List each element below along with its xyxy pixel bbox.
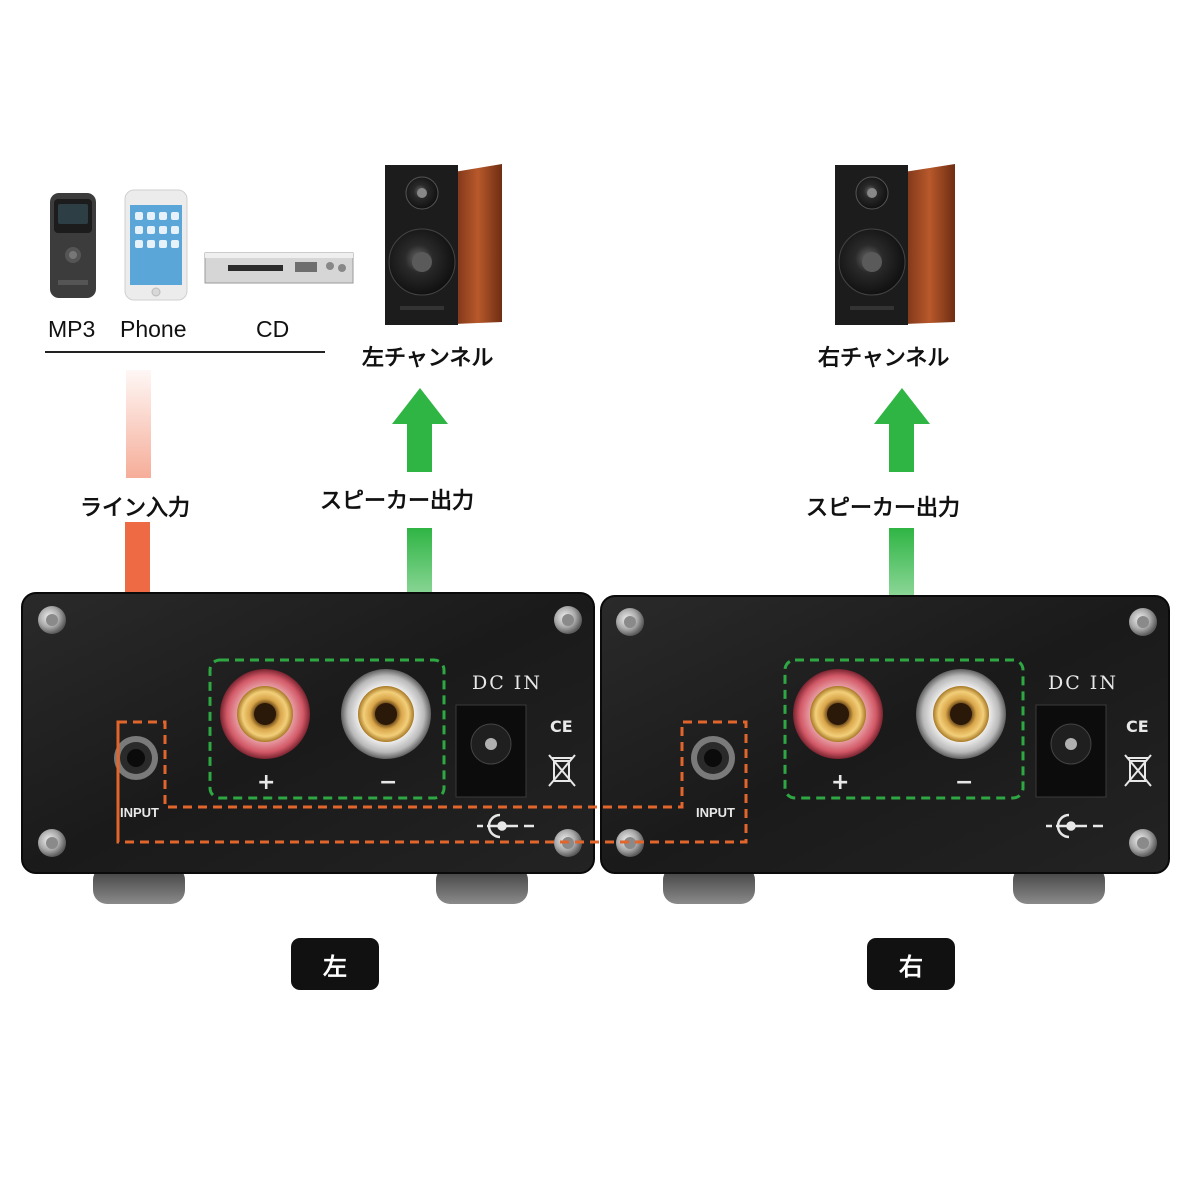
positive-speaker-terminal[interactable] xyxy=(793,669,883,759)
weee-bin-icon xyxy=(1124,754,1152,787)
right-side-badge: 右 xyxy=(867,938,955,990)
dc-in-label: DC IN xyxy=(1048,672,1118,694)
input-label: INPUT xyxy=(696,805,735,820)
source-label-mp3: MP3 xyxy=(48,316,96,342)
right-channel-label: 右チャンネル xyxy=(818,346,950,371)
speaker-terminal-highlight xyxy=(783,658,1025,800)
input-jack[interactable] xyxy=(114,736,158,780)
minus-label: − xyxy=(955,770,974,795)
right-amplifier xyxy=(600,595,1170,904)
left-side-badge: 左 xyxy=(291,938,379,990)
screw-icon xyxy=(616,608,1157,857)
left-speaker-image xyxy=(385,164,502,325)
positive-speaker-terminal[interactable] xyxy=(220,669,310,759)
dc-in-jack[interactable] xyxy=(455,704,527,798)
right-speaker-image xyxy=(835,164,955,325)
input-label: INPUT xyxy=(120,805,159,820)
speaker-terminal-highlight xyxy=(208,658,446,800)
plus-label: + xyxy=(831,770,850,795)
mp3-player-image xyxy=(50,193,96,298)
speaker-out-right-label: スピーカー出力 xyxy=(806,496,961,521)
negative-speaker-terminal[interactable] xyxy=(916,669,1006,759)
source-label-phone: Phone xyxy=(120,316,187,342)
left-amplifier xyxy=(21,592,595,904)
speaker-out-left-label: スピーカー出力 xyxy=(320,489,475,514)
smartphone-image xyxy=(124,189,188,301)
cd-player-image xyxy=(204,252,354,284)
line-in-fade-bar xyxy=(126,370,151,478)
input-jack[interactable] xyxy=(691,736,735,780)
weee-bin-icon xyxy=(548,754,576,787)
plus-label: + xyxy=(257,770,276,795)
negative-speaker-terminal[interactable] xyxy=(341,669,431,759)
dc-polarity-icon xyxy=(477,813,534,839)
dc-in-label: DC IN xyxy=(472,672,542,694)
left-channel-label: 左チャンネル xyxy=(362,346,494,371)
ce-mark: CE xyxy=(1126,717,1149,736)
minus-label: − xyxy=(379,770,398,795)
source-label-cd: CD xyxy=(256,316,290,342)
line-in-label: ライン入力 xyxy=(80,496,191,521)
ce-mark: CE xyxy=(550,717,573,736)
dc-in-jack[interactable] xyxy=(1035,704,1107,798)
input-connection-dashed-line xyxy=(116,720,748,844)
dc-polarity-icon xyxy=(1046,813,1103,839)
